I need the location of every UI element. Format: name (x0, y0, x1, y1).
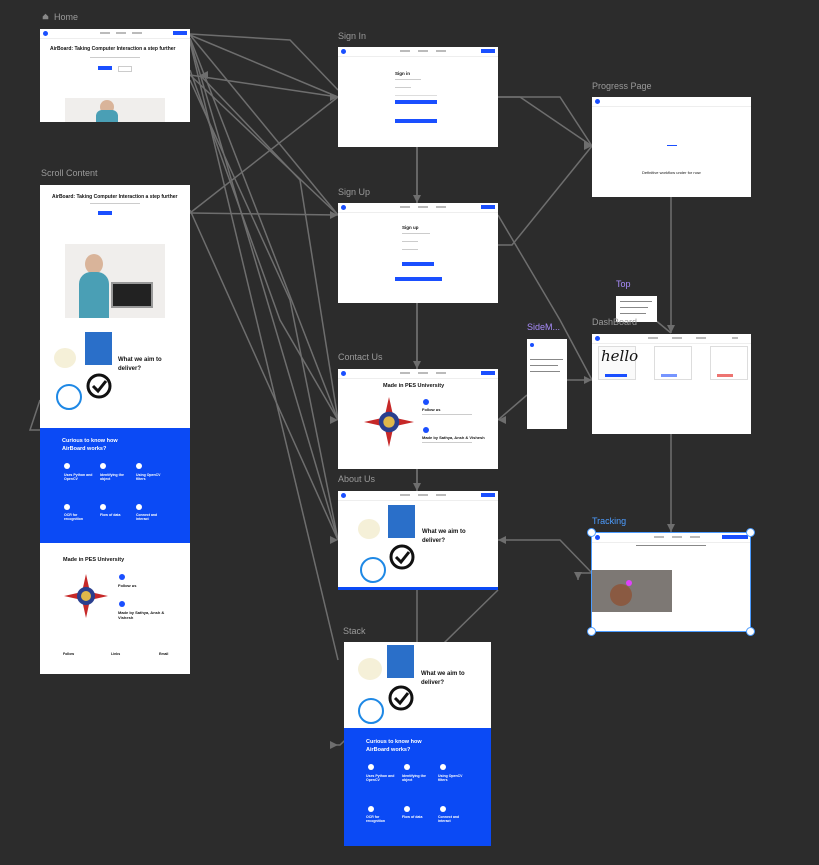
made-in-heading: Made in PES University (63, 557, 125, 563)
frame-label-dashboard[interactable]: DashBoard (592, 317, 638, 327)
sign-in-button[interactable] (395, 100, 437, 104)
progress-message: Definitive workflow under for now (642, 170, 701, 175)
frame-label-scroll-content[interactable]: Scroll Content (41, 168, 98, 178)
made-in-heading: Made in PES University (383, 383, 445, 389)
how-it-works-section: Curious to know how AirBoard works? Uses… (344, 728, 491, 846)
google-sign-up-button[interactable] (395, 277, 442, 281)
sign-up-button[interactable] (402, 262, 434, 266)
footer-col-1: Follow (63, 652, 75, 656)
frame-label-top[interactable]: Top (616, 279, 631, 289)
frame-label-sidemenu[interactable]: SideM... (527, 322, 561, 332)
feature-6: Connect and interact (438, 815, 460, 823)
resize-handle-tl[interactable] (587, 528, 596, 537)
sign-up-heading: Sign up (402, 225, 419, 230)
feature-2: Identifying the object (100, 473, 124, 481)
resize-handle-tr[interactable] (746, 528, 755, 537)
hero-image (65, 244, 165, 318)
map-pin-illustration (358, 519, 380, 539)
city-illustration (85, 332, 112, 365)
feature-1: Uses Python and OpenCV (64, 473, 93, 481)
hero-image (65, 98, 165, 122)
compass-illustration (64, 574, 108, 618)
learn-more-button[interactable] (118, 66, 132, 72)
follow-us: Follow us (118, 583, 137, 588)
frame-scroll-content[interactable]: AirBoard: Taking Computer Interaction a … (40, 185, 190, 674)
speed-icon (388, 685, 414, 711)
deliver-heading: What we aim to deliver? (118, 357, 162, 372)
feature-5: Flow of data (402, 815, 423, 819)
frame-about[interactable]: What we aim to deliver? (338, 491, 498, 590)
frame-label-sign-in[interactable]: Sign In (338, 31, 367, 41)
clock-illustration (358, 698, 384, 724)
compass-illustration (364, 397, 414, 447)
handwriting-sample: hello (601, 347, 639, 365)
deliver-heading: What we aim to deliver? (422, 529, 466, 544)
map-pin-illustration (54, 348, 76, 368)
resize-handle-bl[interactable] (587, 627, 596, 636)
feature-2: Identifying the object (402, 774, 426, 782)
frame-home[interactable]: AirBoard: Taking Computer Interaction a … (40, 29, 190, 122)
feature-5: Flow of data (100, 513, 121, 517)
feature-3: Using OpenCV filters (438, 774, 463, 782)
sign-in-heading: Sign in (395, 71, 410, 76)
frame-sign-in[interactable]: Sign in (338, 47, 498, 147)
frame-label-progress[interactable]: Progress Page (592, 81, 652, 91)
map-pin-illustration (358, 658, 382, 680)
footer-col-2: Links (111, 652, 121, 656)
card-3[interactable] (710, 346, 748, 380)
frame-progress[interactable]: Definitive workflow under for now (592, 97, 751, 197)
made-by: Made by Sathya, Ansh & Vishesh (422, 435, 485, 440)
footer-col-3: Email (159, 652, 169, 656)
frame-stack[interactable]: What we aim to deliver? Curious to know … (344, 642, 491, 846)
feature-4: OCR for recognition (366, 815, 386, 823)
frame-label-about[interactable]: About Us (338, 474, 376, 484)
frame-label-tracking[interactable]: Tracking (592, 516, 627, 526)
made-by: Made by Sathya, Ansh & Vishesh (118, 610, 165, 620)
home-icon (42, 13, 49, 20)
google-sign-in-button[interactable] (395, 119, 437, 123)
feature-3: Using OpenCV filters (136, 473, 161, 481)
deliver-heading: What we aim to deliver? (421, 671, 465, 686)
get-started-button[interactable] (98, 211, 112, 215)
hero-title: AirBoard: Taking Computer Interaction a … (52, 194, 178, 200)
curious-heading: Curious to know how AirBoard works? (366, 739, 422, 753)
hero-title: AirBoard: Taking Computer Interaction a … (50, 46, 176, 52)
follow-us: Follow us (422, 407, 441, 412)
curious-heading: Curious to know how AirBoard works? (62, 438, 118, 452)
frame-label-sign-up[interactable]: Sign Up (338, 187, 371, 197)
card-2[interactable] (654, 346, 692, 380)
resize-handle-br[interactable] (746, 627, 755, 636)
webcam-feed (592, 570, 672, 612)
frame-contact[interactable]: Made in PES University Follow us Made by… (338, 369, 498, 469)
navbar (40, 29, 190, 39)
selection-box[interactable] (591, 532, 751, 632)
feature-4: OCR for recognition (64, 513, 84, 521)
canvas-card[interactable]: hello (598, 346, 639, 380)
feature-1: Uses Python and OpenCV (366, 774, 395, 782)
frame-dashboard[interactable]: hello (592, 334, 751, 434)
frame-label-home[interactable]: Home (54, 12, 79, 22)
frame-tracking[interactable] (592, 533, 751, 632)
get-started-button[interactable] (98, 66, 112, 70)
frame-label-contact[interactable]: Contact Us (338, 352, 383, 362)
city-illustration (387, 645, 414, 678)
feature-6: Connect and interact (136, 513, 158, 521)
frame-label-stack[interactable]: Stack (343, 626, 366, 636)
frame-sign-up[interactable]: Sign up (338, 203, 498, 303)
clock-illustration (56, 384, 82, 410)
how-it-works-section: Curious to know how AirBoard works? Uses… (40, 428, 190, 543)
frame-sidemenu[interactable] (527, 339, 567, 429)
clock-illustration (360, 557, 386, 583)
city-illustration (388, 505, 415, 538)
speed-icon (86, 373, 112, 399)
speed-icon (389, 544, 415, 570)
